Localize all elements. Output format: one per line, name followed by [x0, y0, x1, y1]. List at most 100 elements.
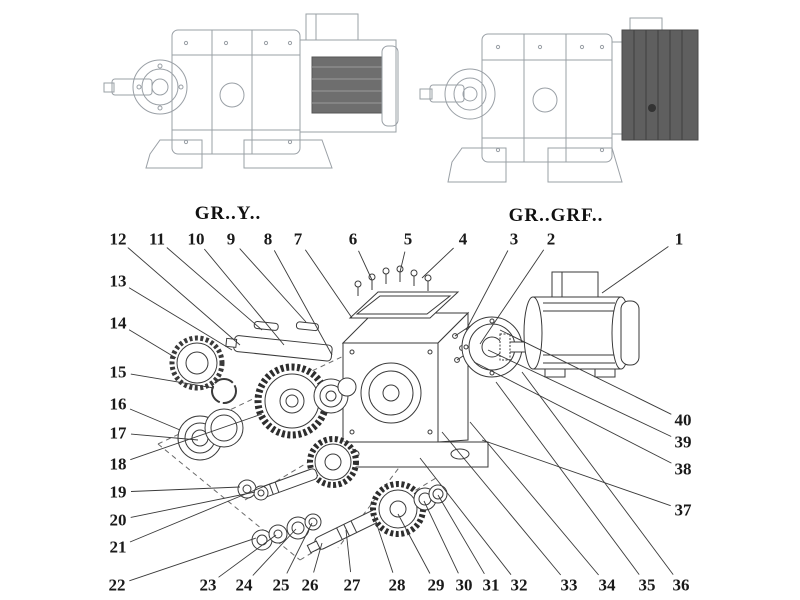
leader-line-9 — [239, 248, 307, 323]
leader-line-18 — [130, 413, 263, 461]
electric-motor — [499, 271, 640, 378]
leader-line-32 — [419, 457, 512, 575]
callout-9: 9 — [224, 229, 238, 249]
callout-22: 22 — [106, 575, 128, 595]
leader-line-22 — [129, 537, 257, 582]
cover-bolts — [354, 265, 432, 296]
callout-12: 12 — [107, 229, 129, 249]
leader-line-39 — [487, 349, 672, 437]
leader-line-37 — [481, 439, 671, 507]
title-gr-y: GR..Y.. — [194, 203, 262, 224]
leader-line-34 — [469, 421, 599, 576]
leader-line-8 — [273, 250, 333, 356]
leader-line-28 — [373, 515, 394, 573]
callout-25: 25 — [270, 575, 292, 595]
callout-3: 3 — [507, 229, 521, 249]
bearing-pair — [177, 408, 244, 461]
leader-line-4 — [421, 247, 454, 279]
leader-line-23 — [218, 534, 277, 578]
leader-line-15 — [130, 373, 215, 389]
leader-line-33 — [441, 431, 562, 576]
leader-line-21 — [129, 482, 273, 543]
leader-line-19 — [130, 486, 241, 492]
illustration-gr-grf — [419, 17, 699, 183]
ring-gear — [169, 335, 225, 391]
callout-28: 28 — [386, 575, 408, 595]
callout-6: 6 — [346, 229, 360, 249]
callout-10: 10 — [185, 229, 207, 249]
callout-5: 5 — [401, 229, 415, 249]
output-shaft-assembly — [306, 481, 448, 554]
leader-line-35 — [495, 381, 640, 575]
callout-30: 30 — [453, 575, 475, 595]
callout-36: 36 — [670, 575, 692, 595]
callout-40: 40 — [672, 410, 694, 430]
callout-24: 24 — [233, 575, 255, 595]
callout-29: 29 — [425, 575, 447, 595]
callout-39: 39 — [672, 432, 694, 452]
leader-line-38 — [473, 361, 672, 464]
gear-bearing — [313, 377, 357, 414]
callout-2: 2 — [544, 229, 558, 249]
title-gr-grf: GR..GRF.. — [508, 205, 604, 226]
callout-34: 34 — [596, 575, 618, 595]
exploded-view — [157, 265, 640, 561]
housing-cover — [348, 291, 460, 319]
callout-8: 8 — [261, 229, 275, 249]
callout-16: 16 — [107, 394, 129, 414]
callout-14: 14 — [107, 313, 129, 333]
callout-17: 17 — [107, 423, 129, 443]
callout-23: 23 — [197, 575, 219, 595]
leader-line-20 — [130, 491, 256, 518]
callout-35: 35 — [636, 575, 658, 595]
leader-line-25 — [286, 522, 313, 574]
leader-line-3 — [465, 250, 509, 331]
callout-19: 19 — [107, 482, 129, 502]
intermediate-gear — [237, 436, 359, 501]
callout-33: 33 — [558, 575, 580, 595]
callout-7: 7 — [291, 229, 305, 249]
leader-line-6 — [358, 250, 373, 281]
gear-housing — [321, 311, 489, 468]
leader-line-13 — [128, 287, 233, 351]
callout-37: 37 — [672, 500, 694, 520]
callout-26: 26 — [299, 575, 321, 595]
callout-18: 18 — [107, 454, 129, 474]
callout-21: 21 — [107, 537, 129, 557]
leader-line-17 — [130, 433, 199, 441]
leader-line-31 — [437, 494, 485, 575]
callout-20: 20 — [107, 510, 129, 530]
leader-line-26 — [313, 542, 323, 573]
callout-13: 13 — [107, 271, 129, 291]
leader-line-29 — [397, 513, 431, 574]
large-gear — [254, 363, 330, 439]
callout-32: 32 — [508, 575, 530, 595]
leader-line-24 — [252, 528, 297, 576]
leader-line-12 — [127, 247, 241, 346]
input-shaft — [225, 321, 333, 362]
leader-line-5 — [399, 251, 406, 273]
callout-38: 38 — [672, 459, 694, 479]
leader-line-1 — [601, 246, 669, 294]
illustration-gr-y — [103, 13, 399, 169]
leader-line-27 — [345, 529, 352, 573]
callout-27: 27 — [341, 575, 363, 595]
callout-4: 4 — [456, 229, 470, 249]
leader-line-7 — [304, 249, 353, 319]
leader-lines — [127, 246, 674, 582]
leader-line-16 — [129, 408, 181, 431]
callout-15: 15 — [107, 362, 129, 382]
leader-line-36 — [521, 371, 674, 575]
leader-line-30 — [423, 500, 459, 574]
snap-ring — [211, 378, 237, 404]
leader-line-2 — [479, 249, 545, 345]
leader-line-10 — [203, 248, 285, 346]
callout-31: 31 — [480, 575, 502, 595]
leader-line-14 — [128, 329, 177, 359]
callout-1: 1 — [672, 229, 686, 249]
callout-11: 11 — [146, 229, 168, 249]
seal-washers — [251, 513, 322, 551]
leader-line-40 — [499, 329, 672, 415]
